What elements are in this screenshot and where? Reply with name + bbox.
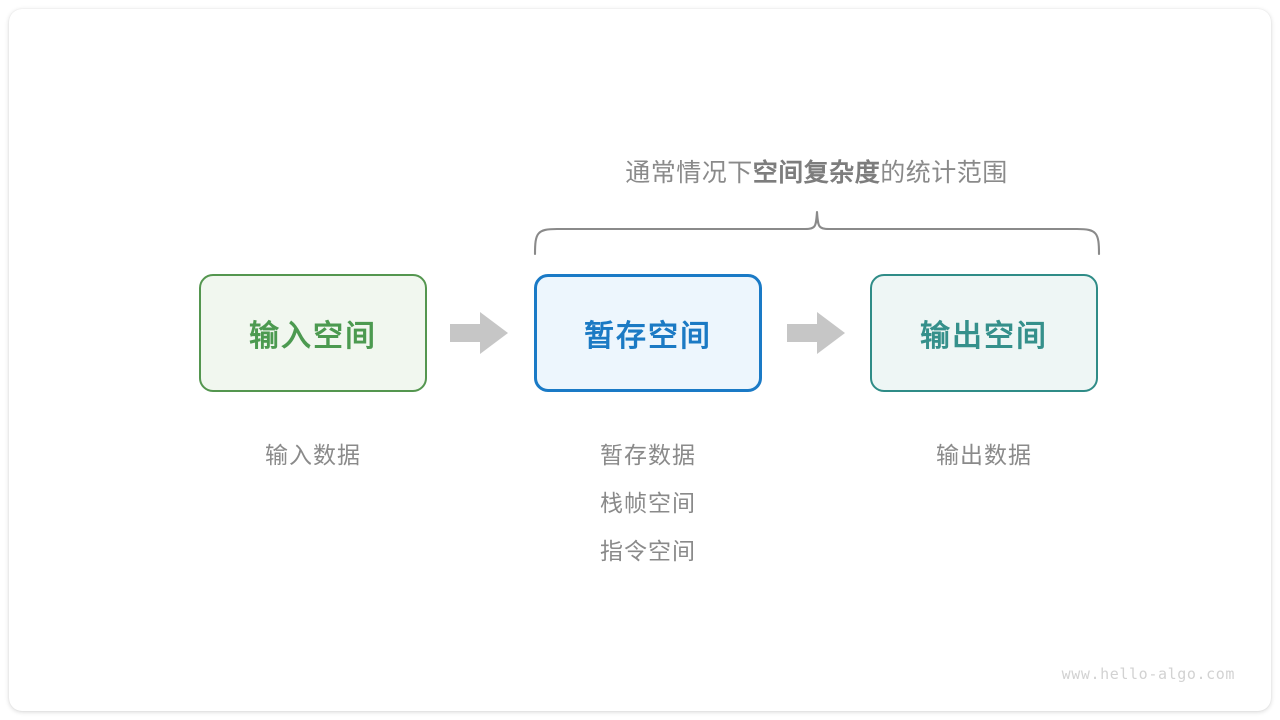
box-temp-space-label: 暂存空间 — [584, 320, 712, 353]
brace-caption-prefix: 通常情况下 — [625, 159, 753, 187]
brace-caption-suffix: 的统计范围 — [880, 159, 1008, 187]
brace-caption-emphasis: 空间复杂度 — [752, 159, 881, 187]
box-temp-space: 暂存空间 — [534, 274, 762, 392]
caption-line: 输入数据 — [265, 442, 361, 468]
box-input-space-label: 输入空间 — [249, 320, 377, 353]
curly-brace-icon — [533, 210, 1101, 256]
box-output-space-label: 输出空间 — [920, 320, 1048, 353]
caption-line: 指令空间 — [600, 538, 696, 564]
right-arrow-icon — [787, 312, 845, 354]
caption-input-space: 输入数据 — [199, 431, 427, 479]
box-output-space: 输出空间 — [870, 274, 1098, 392]
caption-line: 输出数据 — [936, 442, 1032, 468]
caption-line: 暂存数据 — [600, 442, 696, 468]
diagram-card: 通常情况下空间复杂度的统计范围 输入空间 暂存空间 输出空间 输入数据 — [9, 9, 1271, 711]
caption-temp-space: 暂存数据 栈帧空间 指令空间 — [534, 431, 762, 575]
watermark: www.hello-algo.com — [1061, 665, 1235, 683]
caption-line: 栈帧空间 — [600, 490, 696, 516]
right-arrow-icon — [450, 312, 508, 354]
box-input-space: 输入空间 — [199, 274, 427, 392]
caption-output-space: 输出数据 — [870, 431, 1098, 479]
brace-caption: 通常情况下空间复杂度的统计范围 — [534, 153, 1099, 189]
